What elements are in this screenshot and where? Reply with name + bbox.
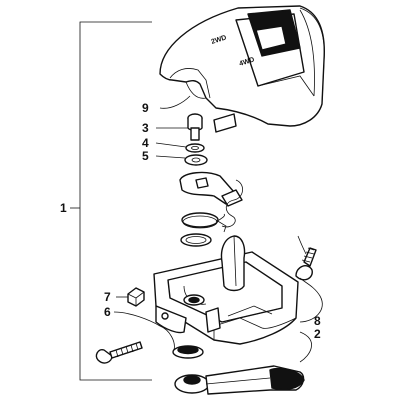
screw-part-8 <box>295 247 317 281</box>
assembly-bracket <box>70 21 152 381</box>
callout-6: 6 <box>104 305 111 319</box>
washer-part <box>185 143 205 153</box>
pad-part <box>213 113 237 133</box>
washer-large-part <box>184 154 208 166</box>
callout-4: 4 <box>142 136 149 150</box>
leader-lines <box>113 95 323 363</box>
o-ring-lower-part <box>172 345 204 359</box>
base-housing-part <box>153 235 299 345</box>
top-cover-part: 2WD 4WD <box>159 5 325 127</box>
nut-part <box>127 287 145 307</box>
callout-8: 8 <box>314 314 321 328</box>
detent-plate-part <box>179 171 243 207</box>
callout-1: 1 <box>60 201 67 215</box>
callout-9: 9 <box>142 101 149 115</box>
callout-labels: 1 9 3 4 5 7 6 8 2 <box>60 101 321 341</box>
switch-label-4wd: 4WD <box>238 56 255 67</box>
bolt-part <box>187 113 203 141</box>
callout-5: 5 <box>142 149 149 163</box>
screw-part-6 <box>95 341 143 364</box>
shift-lever-part <box>174 365 305 395</box>
callout-3: 3 <box>142 121 149 135</box>
callout-2: 2 <box>314 327 321 341</box>
spring-part <box>181 212 227 233</box>
callout-7: 7 <box>104 290 111 304</box>
o-ring-upper-part <box>180 233 212 247</box>
switch-label-2wd: 2WD <box>210 34 227 45</box>
